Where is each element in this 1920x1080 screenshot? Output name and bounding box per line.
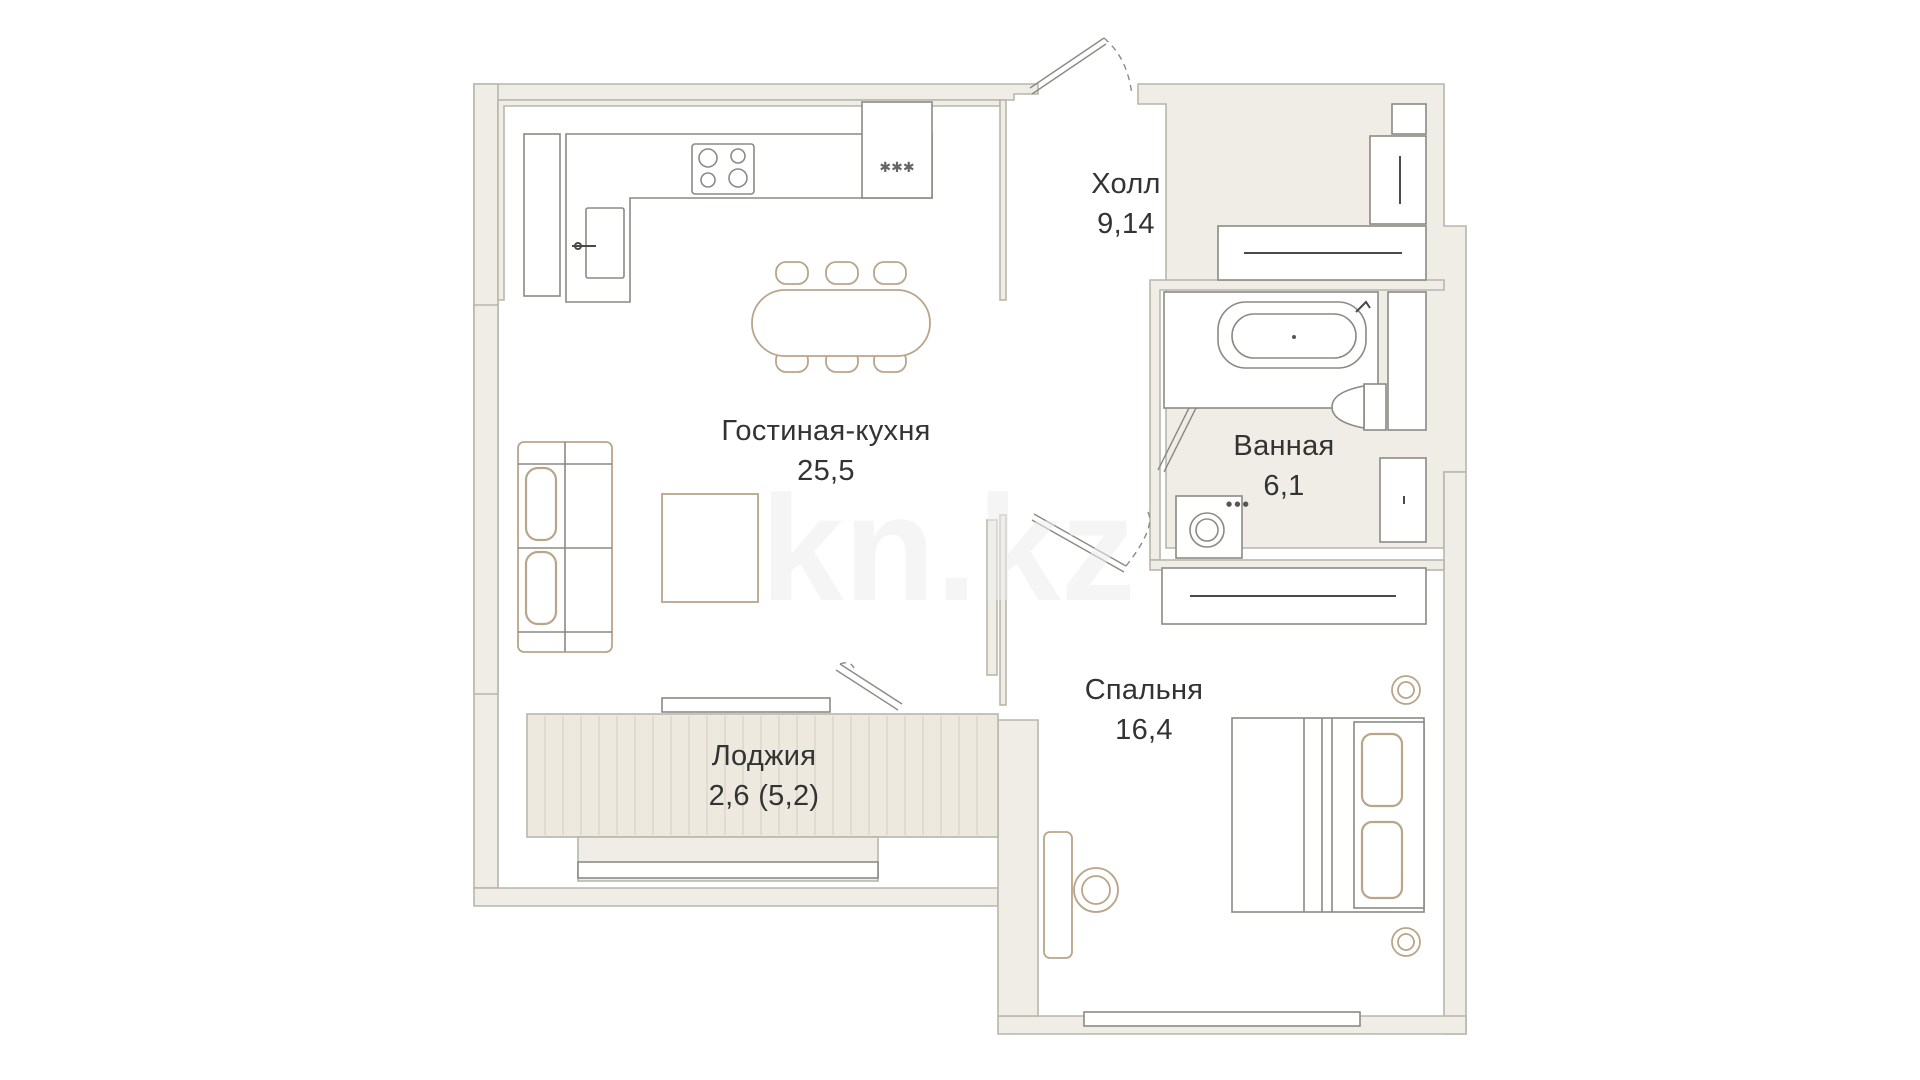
outer-wall-bedroom-left [997, 719, 1039, 1017]
living-left-band [473, 304, 499, 695]
loggia-area: 2,6 (5,2) [709, 780, 820, 812]
loggia-floor [526, 713, 999, 838]
hall-name: Холл [1091, 168, 1161, 200]
sofa-icon [517, 441, 613, 653]
bath-cabinet [1387, 291, 1427, 431]
chair-icon [1073, 867, 1119, 913]
sink-icon [585, 207, 625, 279]
coffee-table [661, 493, 759, 603]
fridge-dots: ✱✱✱ [879, 160, 914, 176]
lamp-icon [1391, 927, 1421, 957]
chair [825, 261, 859, 285]
bathroom-furniture: ● ● ● [1163, 291, 1427, 559]
living-kitchen-area: 25,5 [797, 455, 855, 487]
living-loggia-window [661, 697, 831, 713]
bathroom-name: Ванная [1233, 430, 1334, 462]
bedroom-window [1083, 1011, 1361, 1027]
bath-sink [1379, 457, 1427, 543]
desk [1043, 831, 1073, 959]
partition-bedroom-left [986, 519, 998, 676]
kitchen: ✱✱✱ [523, 101, 933, 303]
watermark: kn.kz [760, 464, 1135, 632]
chair [873, 261, 907, 285]
lamp-icon [1391, 675, 1421, 705]
chair [775, 261, 809, 285]
bedroom-furniture [1043, 567, 1427, 959]
loggia-window [577, 861, 879, 879]
partition-living-hall [999, 99, 1007, 301]
svg-text:● ● ●: ● ● ● [1226, 500, 1249, 508]
outer-wall-bottom-left [473, 887, 999, 907]
loggia-name: Лоджия [712, 740, 817, 772]
bed-icon [1231, 717, 1425, 913]
hall-area: 9,14 [1097, 208, 1155, 240]
fridge [861, 101, 933, 199]
toilet-icon [1363, 383, 1387, 431]
doors [835, 37, 1199, 711]
living-kitchen-name: Гостиная-кухня [721, 415, 930, 447]
shoe-cabinet [1369, 135, 1427, 225]
dining [751, 261, 931, 373]
bathroom-area: 6,1 [1263, 470, 1304, 502]
bedroom-name: Спальня [1085, 674, 1204, 706]
tall-cabinet [523, 133, 561, 297]
loggia-boards [544, 716, 978, 835]
hall-shelf [1391, 103, 1427, 135]
room-labels: Холл 9,14 Гостиная-кухня 25,5 Ванная 6,1… [709, 168, 1335, 812]
dining-table [751, 289, 931, 357]
hall-furniture [1217, 103, 1427, 281]
bedroom-area: 16,4 [1115, 714, 1173, 746]
outer-wall-right [1443, 471, 1467, 1035]
partition-living-bedroom [999, 514, 1007, 706]
